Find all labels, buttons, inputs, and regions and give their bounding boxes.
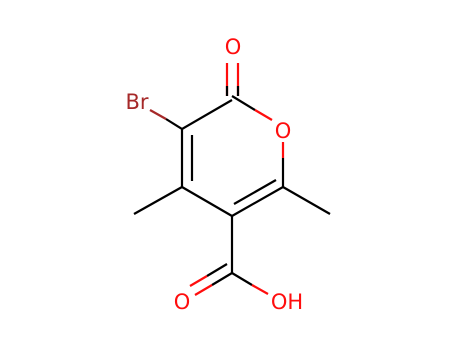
bond-c3-c2 <box>181 99 233 130</box>
bond-cooh-co-double-a-carbon <box>211 272 233 286</box>
atom-label-bromine: Br <box>125 90 148 114</box>
bond-c5-c4 <box>181 186 233 217</box>
atom-label-acid-carbonyl-oxygen: O <box>174 290 191 314</box>
bond-cooh-co-double-b-oxygen <box>189 275 208 287</box>
bond-cooh-co-double-b-carbon <box>206 263 228 277</box>
bond-cooh-co-double-a-oxygen <box>194 284 213 296</box>
bond-cooh-oh-oxygen <box>251 284 269 295</box>
bond-c3-br-carbon-half <box>165 118 183 130</box>
bond-c6-c5 <box>231 186 284 217</box>
bond-c6-c5-inner <box>233 179 277 205</box>
atom-label-ring-oxygen: O <box>275 119 292 143</box>
bond-c2-o1-carbon-half <box>231 95 256 111</box>
bond-c3-br-bromine-half <box>149 109 167 120</box>
atom-label-carbonyl-oxygen: O <box>225 35 242 59</box>
bond-c2-o1-oxygen-half <box>254 109 273 121</box>
bond-cooh-oh-carbon <box>231 272 253 286</box>
bond-c6-methyl <box>282 186 331 215</box>
bond-c4-methyl <box>133 186 183 215</box>
atom-label-hydroxyl: OH <box>271 290 303 314</box>
